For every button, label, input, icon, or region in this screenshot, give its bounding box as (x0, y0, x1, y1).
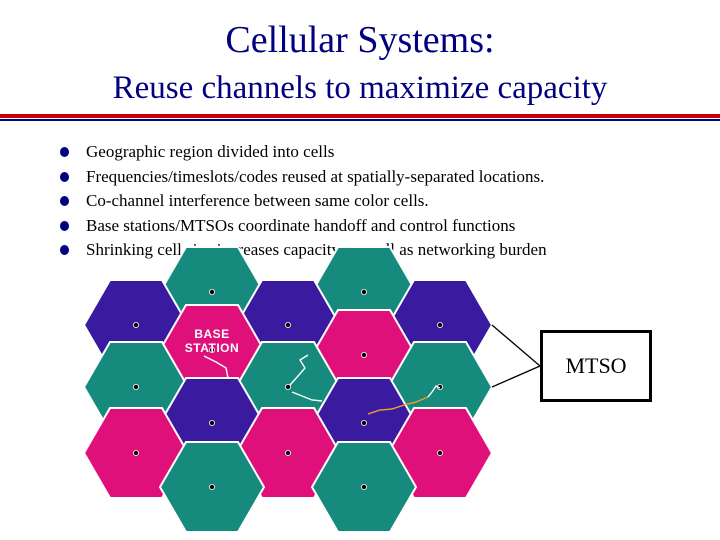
slide-title: Cellular Systems: (225, 19, 495, 61)
base-station-label: BASE STATION (184, 327, 240, 355)
bullet-text: Geographic region divided into cells (86, 142, 335, 161)
bullet-dot-icon (60, 220, 69, 231)
mobile-track (291, 391, 323, 402)
base-station-dot (360, 351, 367, 358)
base-station-dot (284, 449, 291, 456)
title-rule-red (0, 114, 720, 118)
mobile-track (289, 354, 309, 386)
base-station-dot (132, 449, 139, 456)
base-station-dot (360, 419, 367, 426)
bullet-text: Frequencies/timeslots/codes reused at sp… (86, 166, 545, 186)
mobile-track (203, 355, 229, 379)
mobile-track (367, 396, 429, 415)
bullet-item: Frequencies/timeslots/codes reused at sp… (60, 165, 710, 190)
bullet-item: Co-channel interference between same col… (60, 189, 710, 214)
base-station-dot (284, 383, 291, 390)
base-station-dot (132, 383, 139, 390)
bullet-item: Base stations/MTSOs coordinate handoff a… (60, 214, 710, 239)
base-station-dot (208, 288, 215, 295)
title-rule-blue (0, 119, 720, 121)
slide-subtitle: Reuse channels to maximize capacity (112, 70, 608, 106)
mtso-connector-line (491, 365, 541, 388)
base-station-dot (132, 321, 139, 328)
bullet-text: Base stations/MTSOs coordinate handoff a… (86, 215, 516, 235)
base-station-dot (208, 483, 215, 490)
base-station-dot (436, 321, 443, 328)
handoff-tracks (203, 354, 441, 415)
bullet-dot-icon (60, 147, 69, 157)
base-station-dot (360, 483, 367, 490)
mobile-track (427, 385, 441, 398)
bullet-dot-icon (60, 171, 69, 182)
mtso-connector-line (491, 324, 541, 367)
bullet-text: Co-channel interference between same col… (86, 191, 429, 211)
base-station-dot (208, 346, 215, 353)
hex-cells (82, 246, 494, 533)
bullet-dot-icon (60, 196, 69, 207)
mtso-links (491, 324, 541, 388)
base-station-dot (284, 321, 291, 328)
mtso-label: MTSO (565, 353, 627, 378)
mtso-box: MTSO (540, 330, 652, 402)
base-station-dot (360, 288, 367, 295)
bullet-dot-icon (60, 245, 69, 256)
base-station-dot (208, 419, 215, 426)
base-station-dot (436, 449, 443, 456)
bullet-item: Geographic region divided into cells (60, 140, 710, 165)
